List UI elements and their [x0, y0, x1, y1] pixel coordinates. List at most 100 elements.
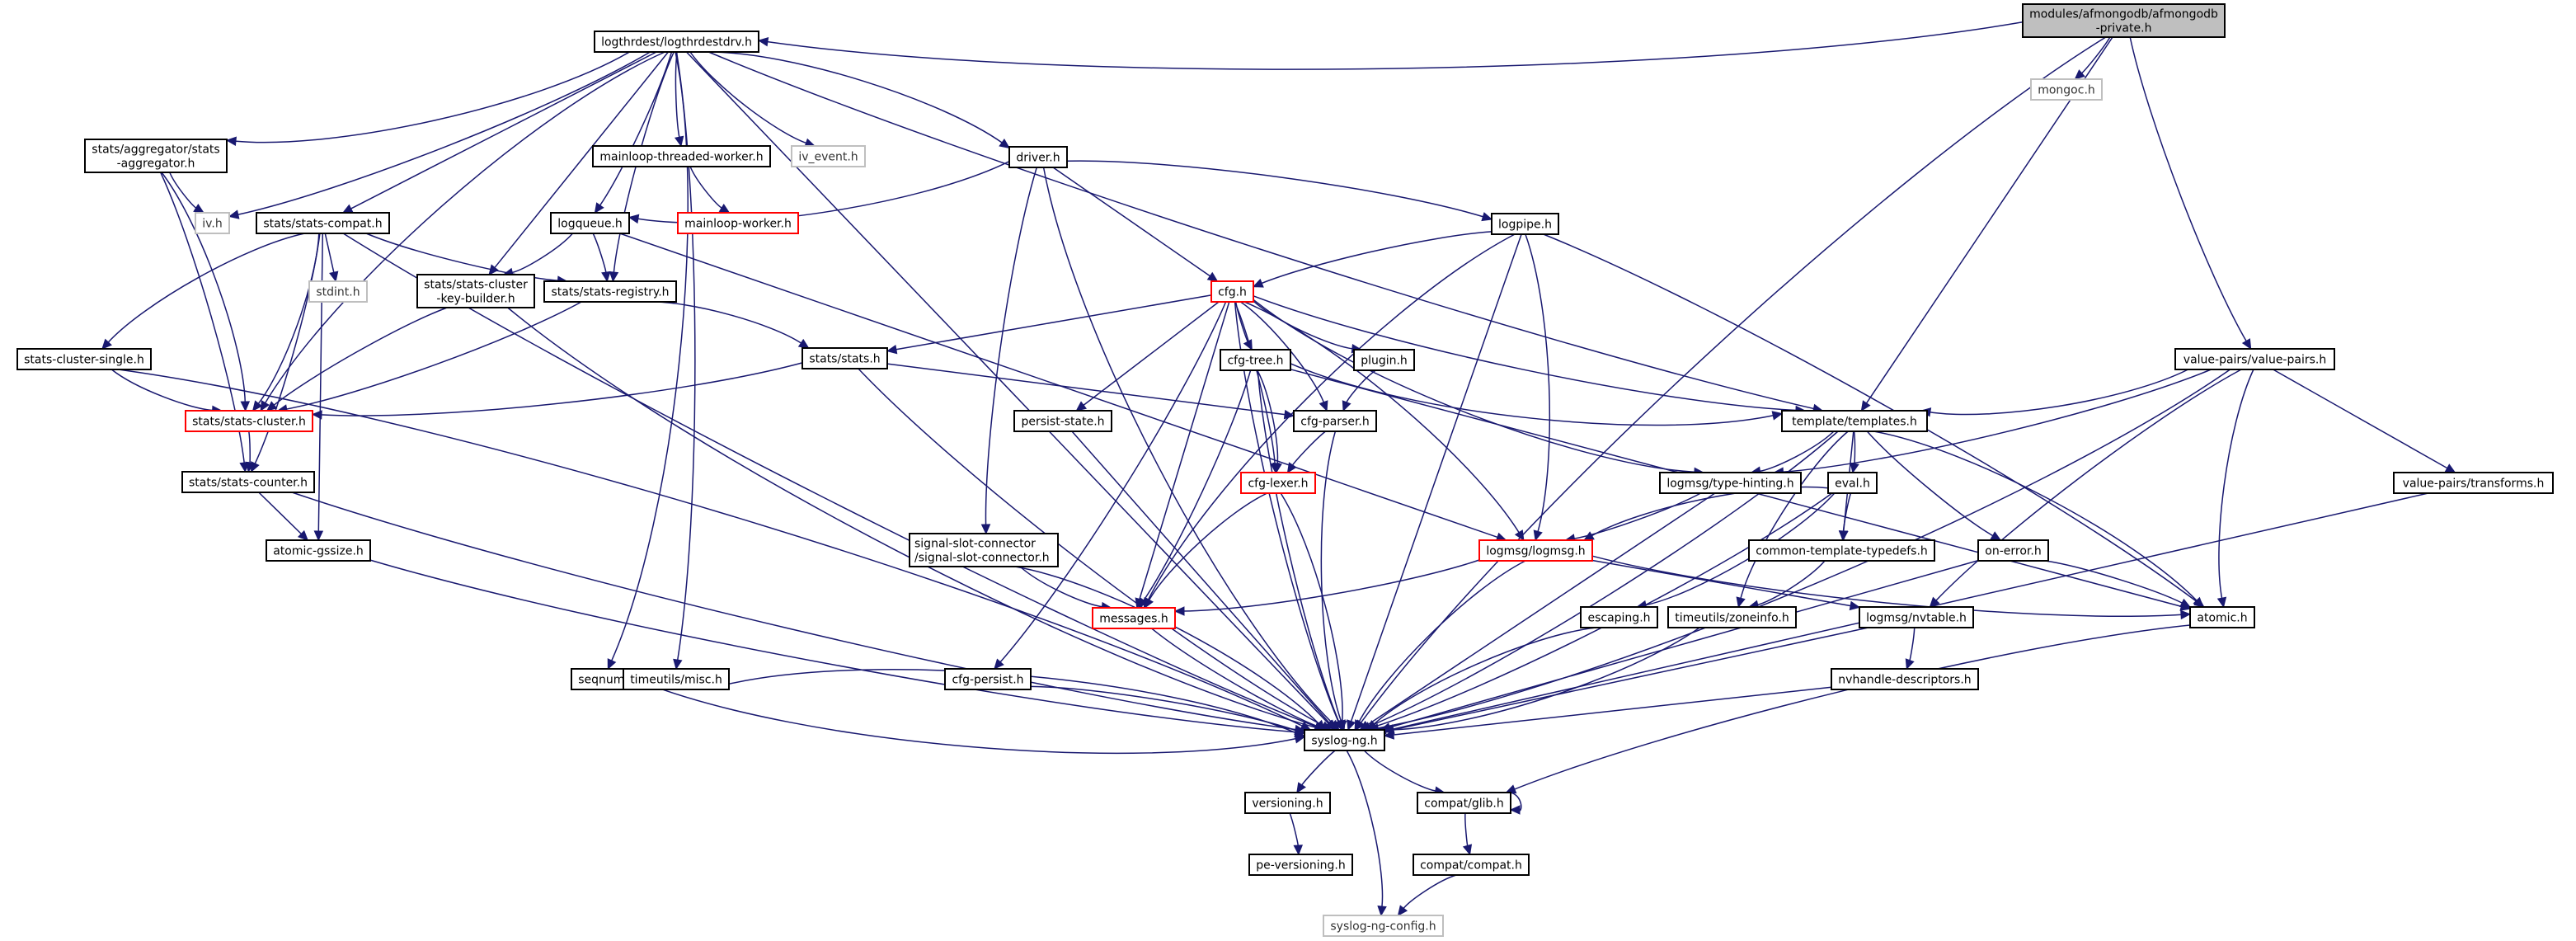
node-cfg-parser[interactable]: cfg-parser.h — [1293, 410, 1377, 432]
arrowhead — [1838, 530, 1849, 542]
node-box — [592, 145, 771, 167]
node-cfg-lexer[interactable]: cfg-lexer.h — [1240, 472, 1316, 494]
edge-seqnum-to-syslog_ng — [642, 681, 1306, 755]
node-plugin[interactable]: plugin.h — [1353, 349, 1415, 371]
edge-line — [675, 51, 696, 661]
edge-logthrdestdrv-to-ivh — [228, 51, 651, 219]
node-mainloop-threaded-worker[interactable]: mainloop-threaded-worker.h — [592, 145, 771, 167]
arrowhead — [1319, 400, 1328, 412]
edge-line — [1842, 492, 1852, 533]
node-stats-cluster-single[interactable]: stats-cluster-single.h — [16, 348, 152, 370]
node-on-error[interactable]: on-error.h — [1977, 539, 2049, 562]
edge-line — [895, 294, 1212, 351]
node-cfg[interactable]: cfg.h — [1210, 280, 1254, 303]
arrowhead — [674, 135, 684, 148]
edge-compat_compat-to-syslog_ng_config — [1397, 874, 1457, 916]
node-driver[interactable]: driver.h — [1008, 146, 1068, 168]
node-zoneinfo[interactable]: timeutils/zoneinfo.h — [1667, 606, 1797, 628]
node-nvtable[interactable]: logmsg/nvtable.h — [1859, 606, 1974, 628]
edge-logthrdestdrv-to-seqnum — [607, 51, 689, 670]
node-value-pairs[interactable]: value-pairs/value-pairs.h — [2174, 348, 2335, 370]
node-stats-aggregator[interactable]: stats/aggregator/stats-aggregator.h — [84, 139, 228, 173]
node-label: logmsg/logmsg.h — [1486, 545, 1585, 558]
node-compat-compat[interactable]: compat/compat.h — [1413, 854, 1530, 876]
node-signal-slot[interactable]: signal-slot-connector/signal-slot-connec… — [909, 533, 1059, 567]
node-compat-glib[interactable]: compat/glib.h — [1417, 792, 1511, 814]
node-stats-counter[interactable]: stats/stats-counter.h — [181, 471, 315, 493]
edge-atomic-to-compat_glib — [1505, 624, 2191, 794]
edge-line — [1253, 295, 1797, 412]
edge-plugin-to-cfg_parser — [1342, 369, 1376, 412]
node-box — [1008, 146, 1068, 168]
node-messages[interactable]: messages.h — [1092, 607, 1176, 629]
arrowhead — [101, 338, 112, 350]
node-stats-registry[interactable]: stats/stats-registry.h — [543, 280, 677, 303]
arrowhead — [297, 529, 309, 541]
edge-line — [511, 233, 574, 274]
edge-line — [1513, 624, 2191, 790]
node-stats-cluster[interactable]: stats/stats-cluster.h — [185, 410, 313, 432]
node-timeutils-misc[interactable]: timeutils/misc.h — [623, 668, 730, 690]
node-box — [2393, 472, 2554, 494]
node-stats-cluster-key-builder[interactable]: stats/stats-cluster-key-builder.h — [416, 274, 535, 308]
node-label: versioning.h — [1252, 797, 1323, 811]
node-logmsg[interactable]: logmsg/logmsg.h — [1478, 539, 1593, 562]
edge-line — [1373, 627, 1596, 725]
arrowhead — [1296, 782, 1306, 794]
edge-line — [254, 233, 321, 465]
arrowhead — [1509, 805, 1521, 815]
edge-line — [766, 21, 2024, 70]
node-cfg-persist[interactable]: cfg-persist.h — [944, 668, 1032, 690]
node-templates[interactable]: template/templates.h — [1781, 410, 1928, 432]
edge-logpipe-to-cfg — [1252, 231, 1492, 288]
arrowhead — [1347, 719, 1356, 732]
node-atomic-gssize[interactable]: atomic-gssize.h — [266, 539, 371, 562]
node-vp-transforms[interactable]: value-pairs/transforms.h — [2393, 472, 2554, 494]
node-stats-stats[interactable]: stats/stats.h — [801, 347, 888, 369]
node-logpipe[interactable]: logpipe.h — [1491, 213, 1559, 235]
node-versioning[interactable]: versioning.h — [1244, 792, 1331, 814]
edge-logthrdestdrv-to-iv_event — [689, 51, 816, 148]
node-logthrdestdrv[interactable]: logthrdest/logthrdestdrv.h — [594, 31, 759, 53]
node-escaping[interactable]: escaping.h — [1580, 606, 1658, 628]
edge-line — [1253, 300, 1353, 350]
node-mainloop-worker[interactable]: mainloop-worker.h — [677, 212, 799, 234]
node-nvhandle-descriptors[interactable]: nvhandle-descriptors.h — [1831, 668, 1979, 690]
node-pe-versioning[interactable]: pe-versioning.h — [1248, 854, 1353, 876]
edge-logmsg-to-syslog_ng — [1354, 560, 1526, 732]
node-label: atomic.h — [2197, 612, 2247, 625]
node-eval[interactable]: eval.h — [1827, 472, 1878, 494]
node-common-template-typedefs[interactable]: common-template-typedefs.h — [1748, 539, 1935, 562]
edge-line — [234, 51, 630, 144]
node-type-hinting[interactable]: logmsg/type-hinting.h — [1659, 472, 1802, 494]
node-label: timeutils/misc.h — [630, 674, 722, 687]
arrowhead — [980, 524, 991, 535]
node-box — [1220, 349, 1291, 371]
arrowhead — [1514, 529, 1525, 542]
edge-line — [1142, 369, 1252, 602]
edge-cfg_lexer-to-syslog_ng — [1280, 492, 1347, 732]
node-box — [1781, 410, 1928, 432]
arrowhead — [607, 658, 617, 670]
node-stats-compat[interactable]: stats/stats-compat.h — [256, 212, 390, 234]
node-cfg-tree[interactable]: cfg-tree.h — [1220, 349, 1291, 371]
node-box — [16, 348, 152, 370]
node-atomic[interactable]: atomic.h — [2189, 606, 2255, 628]
edge-line — [248, 431, 251, 464]
edge-line — [1257, 369, 1279, 465]
node-syslog-ng[interactable]: syslog-ng.h — [1304, 729, 1385, 751]
node-syslog-ng-config: syslog-ng-config.h — [1323, 915, 1444, 937]
node-layer: modules/afmongodb/afmongodb-private.hmon… — [16, 3, 2554, 937]
edge-line — [1182, 559, 1480, 612]
edge-line — [324, 233, 335, 274]
node-logqueue[interactable]: logqueue.h — [550, 212, 630, 234]
node-persist-state[interactable]: persist-state.h — [1013, 410, 1112, 432]
edge-compat_glib-to-compat_compat — [1462, 812, 1473, 856]
node-label: driver.h — [1016, 152, 1060, 165]
node-label: stats/stats-counter.h — [189, 477, 308, 490]
edge-stats_stats-to-cfg_parser — [886, 363, 1295, 420]
edge-line — [493, 51, 669, 269]
edge-line — [1384, 627, 1700, 731]
arrowhead — [1286, 462, 1297, 474]
node-label: -private.h — [2096, 22, 2152, 35]
